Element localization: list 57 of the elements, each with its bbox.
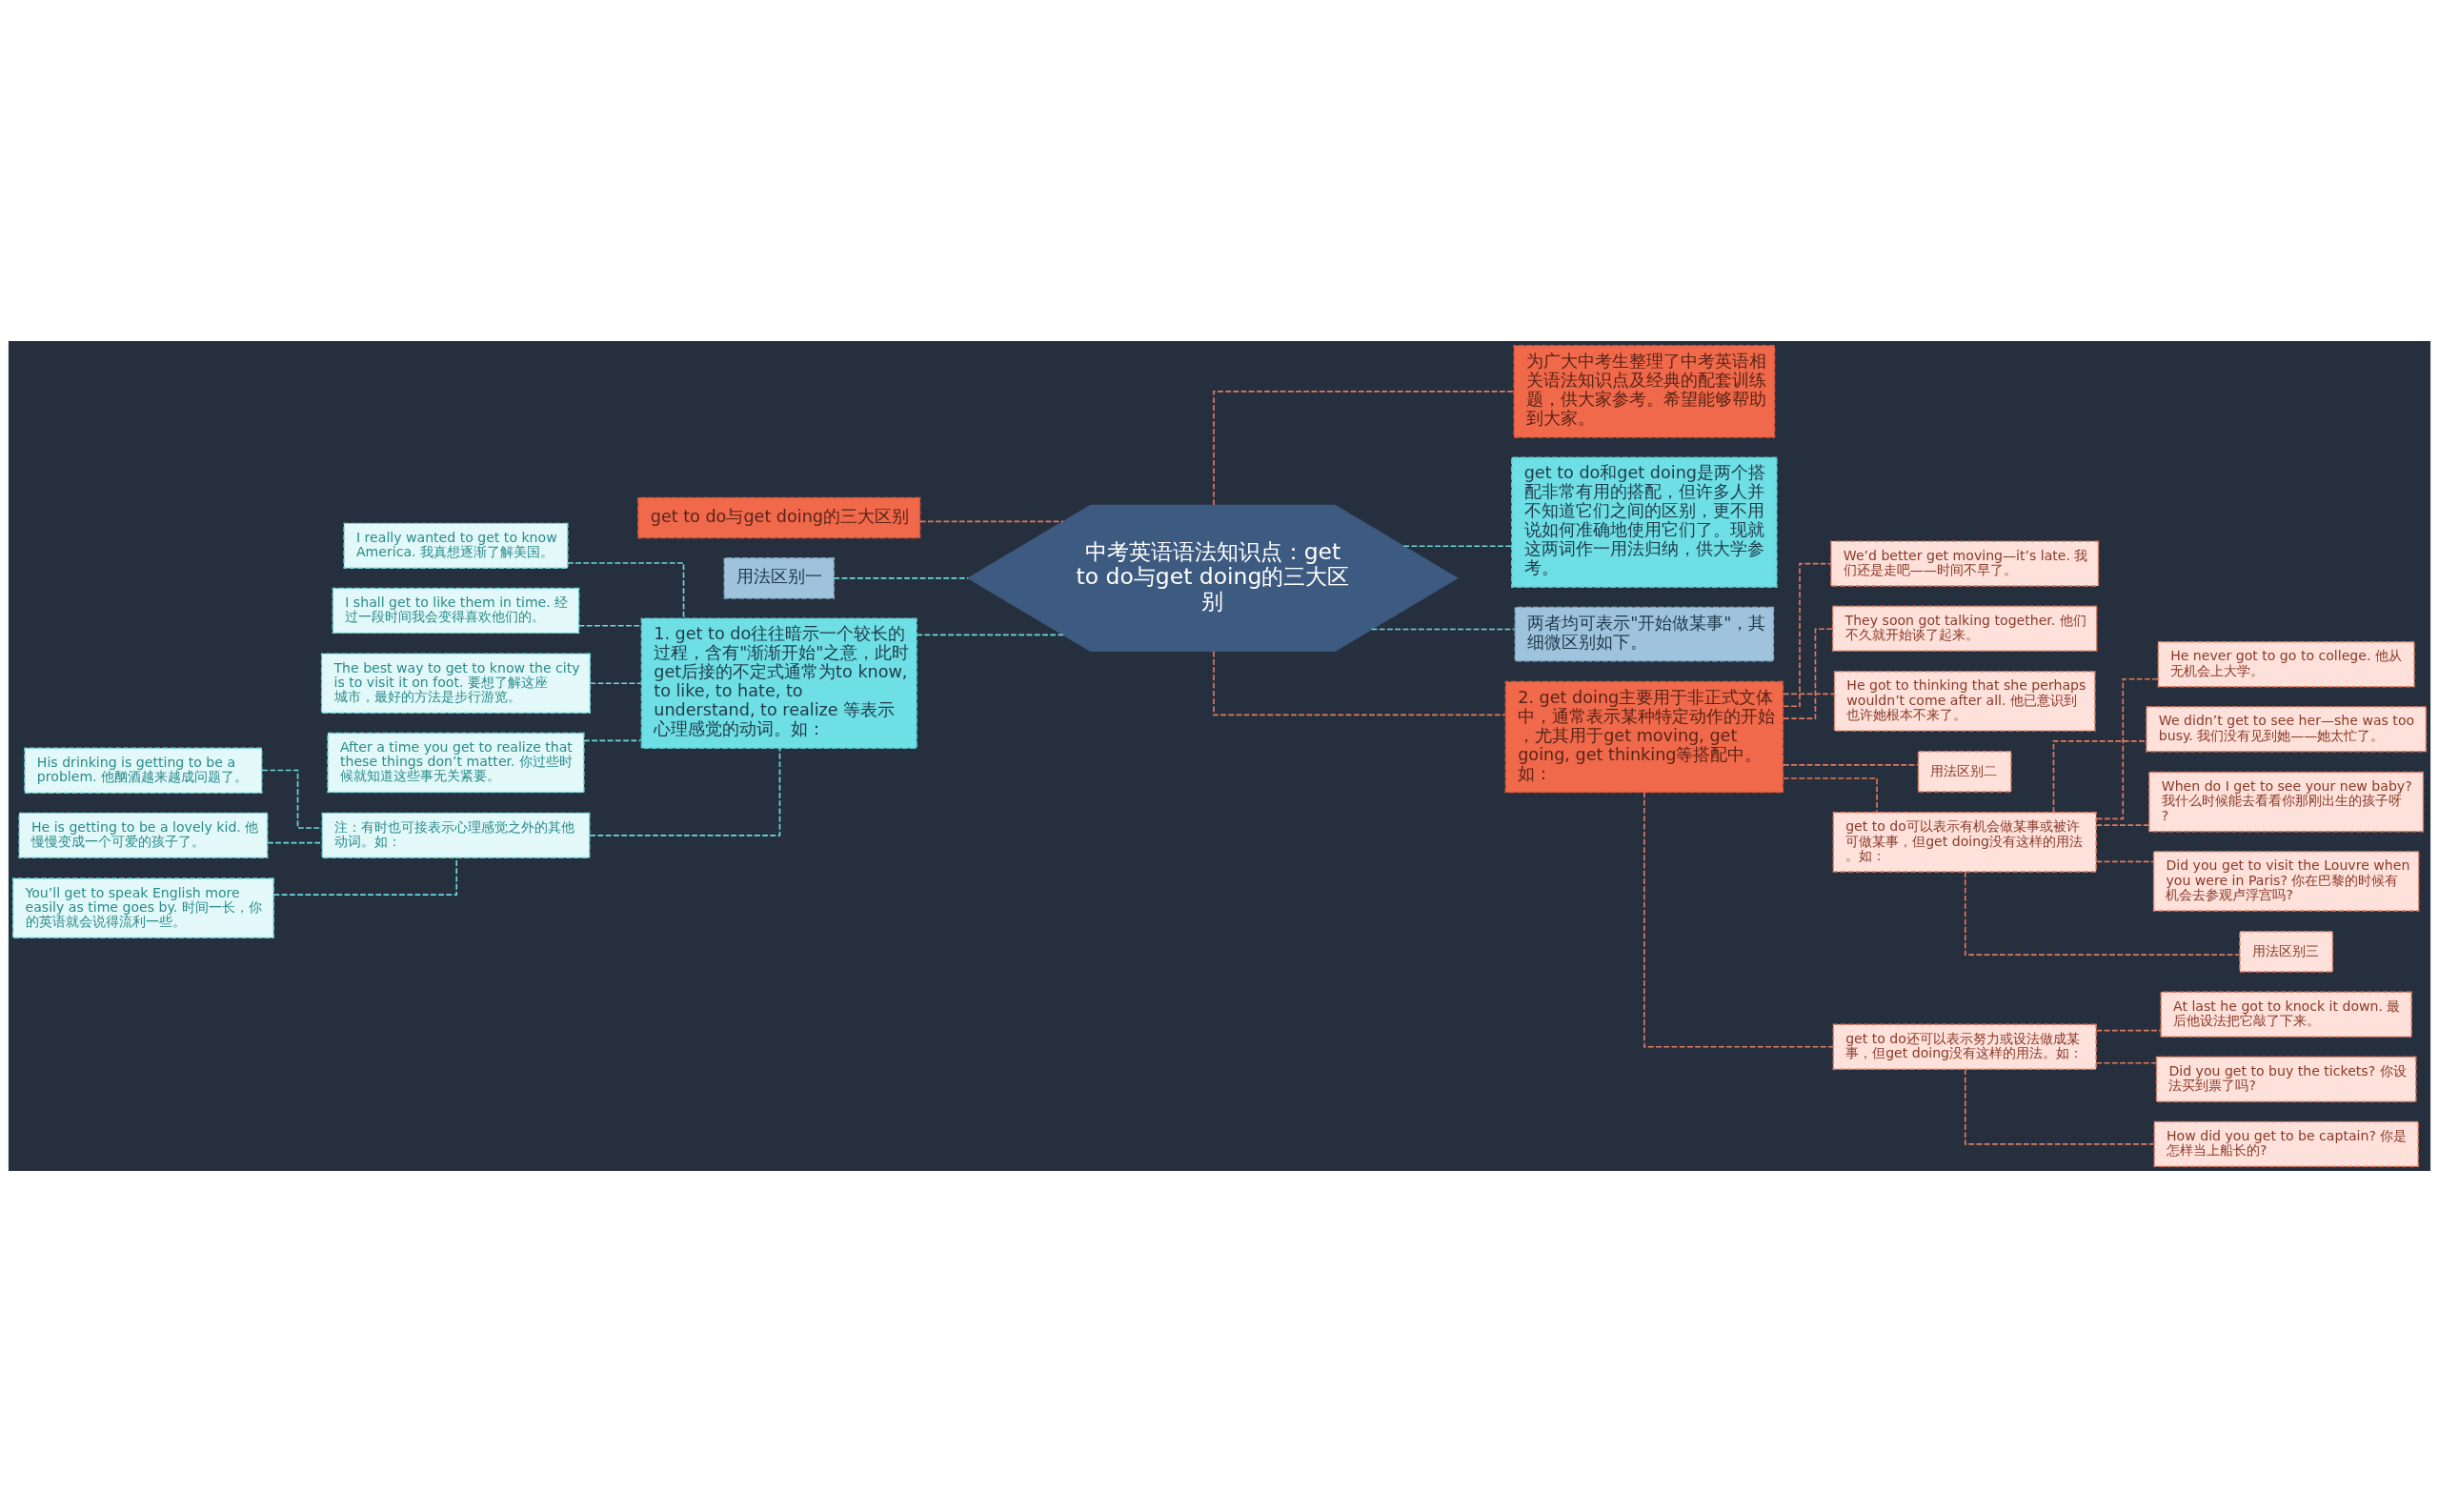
connector [1213, 391, 1515, 506]
connector [1213, 650, 1506, 716]
connector [1783, 764, 1920, 766]
connector [1783, 693, 1836, 696]
connector [1782, 777, 1878, 814]
node-box: 两者均可表示"开始做某事"，其细微区别如下。 [1514, 606, 1775, 662]
connector [2052, 740, 2147, 814]
node-box: 用法区别二 [1917, 751, 2012, 793]
connector [1964, 871, 2241, 956]
node-box: get to do和get doing是两个搭配非常有用的搭配，但许多人并不知道它们之间的区别，更不用说如何准确地使用它们了。现就这两词作一用法归纳，供大学参考。 [1511, 456, 1778, 588]
connector [1964, 1068, 2155, 1145]
node-box: How did you get to be captain? 你是怎样当上船长的? [2153, 1120, 2419, 1167]
connector [1782, 628, 1834, 719]
node-box: He never got to go to college. 他从无机会上大学。 [2157, 641, 2415, 688]
node-box: get to do可以表示有机会做某事或被许可做某事，但get doing没有这样的用法。如： [1832, 812, 2097, 873]
node-box: We’d better get moving—it’s late. 我们还是走吧——时间不早了。 [1830, 540, 2100, 587]
connector [1643, 791, 1834, 1048]
connector [1782, 562, 1832, 708]
connector [583, 739, 643, 742]
node-box: get to do还可以表示努力或设法做成某事，但get doing没有这样的用法。如： [1832, 1023, 2097, 1070]
node-box: 为广大中考生整理了中考英语相关语法知识点及经典的配套训练题，供大家参考。希望能够帮助到大家。 [1513, 345, 1776, 438]
connector [919, 520, 1064, 523]
node-box: I shall get to like them in time. 经过一段时间我会变得喜欢他们的。 [332, 587, 580, 635]
node-box: get to do与get doing的三大区别 [637, 496, 921, 539]
node-box: When do I get to see your new baby? 我什么时候能去看看你那刚出生的孩子呀? [2148, 771, 2425, 833]
node-box: After a time you get to realize that these things don’t matter. 你过些时候就知道这些事无关紧要。 [327, 732, 585, 794]
connector [577, 624, 642, 627]
connector [2095, 1061, 2158, 1064]
node-box: 用法区别一 [723, 557, 835, 599]
node-box: 1. get to do往往暗示一个较长的过程，含有"渐渐开始"之意，此时get后接的不定式通常为to know, to like, to hate, to understand, to realize 等表示心理感觉的动词。如： [640, 617, 917, 749]
connector [2095, 1029, 2162, 1032]
node-box: I really wanted to get to know America. 我真想逐渐了解美国。 [343, 522, 569, 569]
connector [272, 857, 458, 896]
node-box: Did you get to visit the Louvre when you were in Paris? 你在巴黎的时候有机会去参观卢浮宫吗? [2152, 851, 2420, 912]
node-box: Did you get to buy the tickets? 你设法买到票了吗? [2155, 1056, 2417, 1102]
node-box: 用法区别三 [2239, 931, 2334, 973]
connector [1402, 545, 1513, 548]
connector [589, 682, 642, 685]
node-box: His drinking is getting to be a problem. 他酗酒越来越成问题了。 [24, 747, 263, 794]
connector [589, 747, 781, 837]
node-box: The best way to get to know the city is to visit it on foot. 要想了解这座城市，最好的方法是步行游览。 [320, 653, 592, 714]
connector [1370, 628, 1517, 631]
node-box: He is getting to be a lovely kid. 他慢慢变成一个可爱的孩子了。 [18, 812, 269, 859]
node-box: 2. get doing主要用于非正式文体中，通常表示某种特定动作的开始，尤其用于get moving, get going, get thinking等搭配中。如： [1504, 680, 1784, 794]
connector [267, 841, 323, 844]
connector [2095, 677, 2159, 820]
node-box: 注：有时也可接表示心理感觉之外的其他动词。如： [321, 812, 591, 859]
connector [916, 634, 1064, 636]
node-box: We didn’t get to see her—she was too busy. 我们没有见到她——她太忙了。 [2146, 706, 2428, 753]
node-box: You’ll get to speak English more easily as time goes by. 时间一长，你的英语就会说得流利一些。 [11, 877, 274, 938]
node-box: He got to thinking that she perhaps wouldn’t come after all. 他已意识到也许她根本不来了。 [1833, 671, 2096, 732]
connector [2095, 860, 2155, 863]
node-box: They soon got talking together. 他们不久就开始谈了起来。 [1831, 605, 2098, 652]
connector [833, 577, 970, 579]
connector [567, 562, 685, 619]
node-box: At last he got to knock it down. 最后他设法把它敲了下来。 [2160, 991, 2412, 1038]
connector [2095, 824, 2150, 826]
